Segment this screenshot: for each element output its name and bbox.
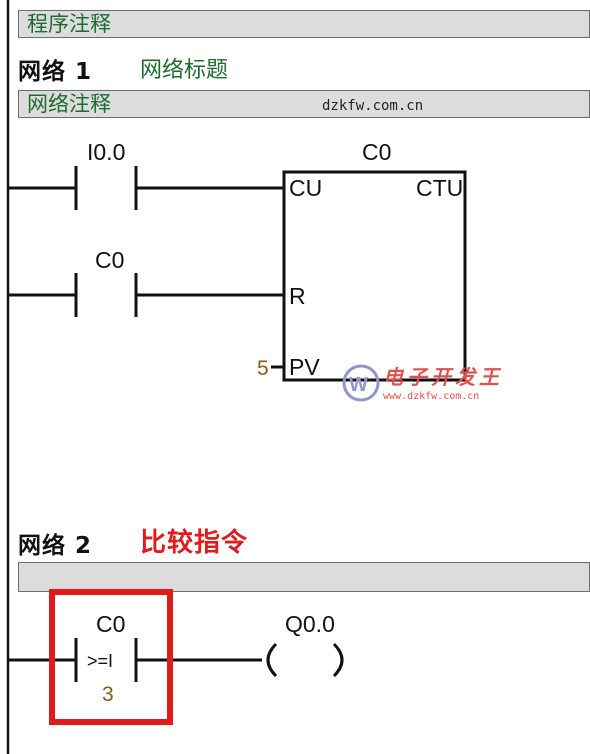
network-1-label: 网络 1: [18, 59, 93, 85]
counter-pin-r: R: [289, 283, 306, 309]
contact-c0[interactable]: [74, 273, 138, 317]
coil-left-arc: [266, 642, 278, 678]
watermark-brand: 电子开发王: [383, 365, 503, 389]
counter-pin-cu: CU: [289, 175, 322, 201]
compare-value[interactable]: 3: [102, 683, 114, 706]
counter-name: C0: [362, 139, 391, 165]
counter-ctu-box[interactable]: [282, 170, 467, 382]
watermark-logo-w: W: [349, 374, 368, 396]
watermark-logo-circle: [342, 364, 380, 402]
coil-right-arc: [332, 642, 344, 678]
counter-type: CTU: [416, 175, 463, 201]
highlight-box: [49, 589, 173, 725]
program-comment-bar[interactable]: 程序注释: [18, 10, 590, 38]
contact-c0-address: C0: [95, 247, 124, 273]
network-2-title[interactable]: 比较指令: [140, 528, 249, 558]
network-1-comment-bar[interactable]: 网络注释: [18, 90, 590, 118]
watermark-url-logo: www.dzkfw.com.cn: [383, 391, 479, 402]
network-2-label: 网络 2: [18, 533, 93, 559]
network-1-comment-text: 网络注释: [27, 92, 111, 116]
counter-pv-value[interactable]: 5: [257, 357, 269, 380]
watermark-url-top: dzkfw.com.cn: [322, 98, 424, 114]
contact-i0-0-address: I0.0: [87, 139, 125, 165]
compare-operand: C0: [96, 611, 125, 637]
compare-operator: >=I: [87, 651, 113, 671]
counter-pin-pv: PV: [289, 354, 320, 380]
contact-i0-0[interactable]: [74, 166, 138, 210]
output-coil-q0-0[interactable]: [266, 642, 344, 678]
network-2-comment-bar[interactable]: [18, 562, 590, 592]
network-1-title[interactable]: 网络标题: [140, 58, 229, 83]
program-comment-text: 程序注释: [27, 12, 111, 36]
watermark-logo: W: [342, 364, 380, 402]
coil-address: Q0.0: [285, 611, 335, 637]
